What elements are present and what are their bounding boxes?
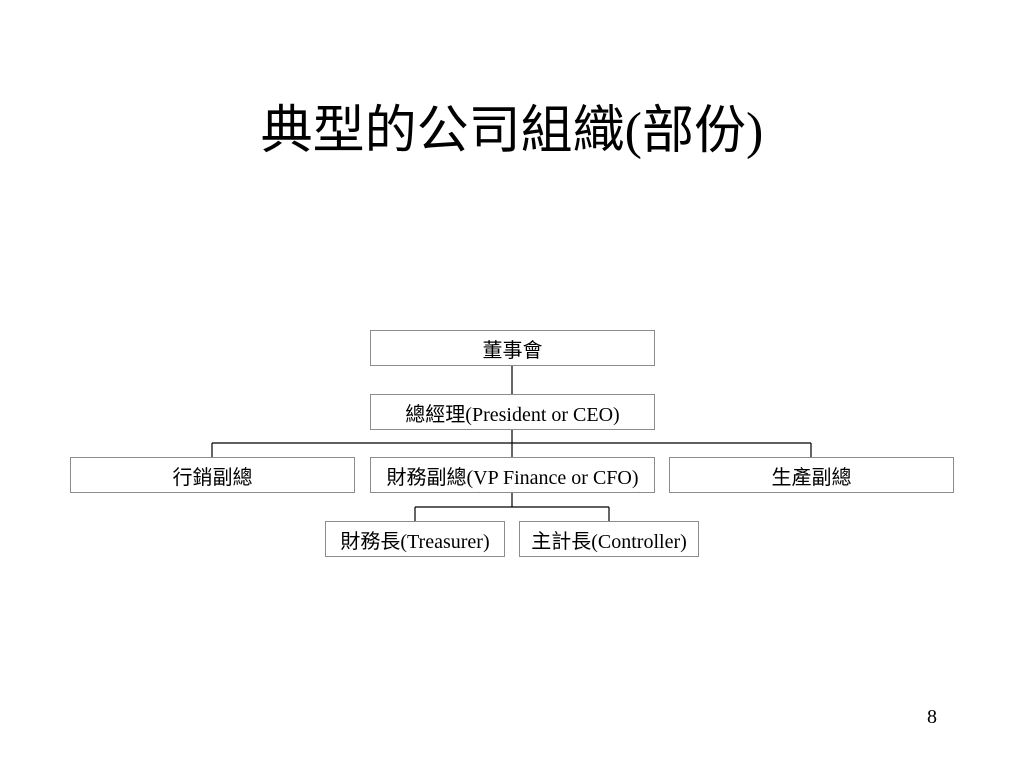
org-box-vp-marketing-label: 行銷副總 [172,466,253,489]
org-box-board: 董事會 [370,330,655,366]
page-number: 8 [927,706,937,728]
org-box-board-label: 董事會 [482,339,543,362]
org-box-controller: 主計長(Controller) [519,521,699,557]
org-box-treasurer-label: 財務長(Treasurer) [340,530,490,553]
org-box-vp-finance-label: 財務副總(VP Finance or CFO) [386,466,639,489]
org-box-vp-marketing: 行銷副總 [70,457,355,493]
slide-title: 典型的公司組織(部份) [260,103,764,160]
org-box-vp-production: 生產副總 [669,457,954,493]
org-box-treasurer: 財務長(Treasurer) [325,521,505,557]
org-box-ceo: 總經理(President or CEO) [370,394,655,430]
org-box-vp-finance: 財務副總(VP Finance or CFO) [370,457,655,493]
org-box-vp-production-label: 生產副總 [771,466,852,489]
org-box-ceo-label: 總經理(President or CEO) [405,403,620,426]
org-box-controller-label: 主計長(Controller) [531,530,687,553]
